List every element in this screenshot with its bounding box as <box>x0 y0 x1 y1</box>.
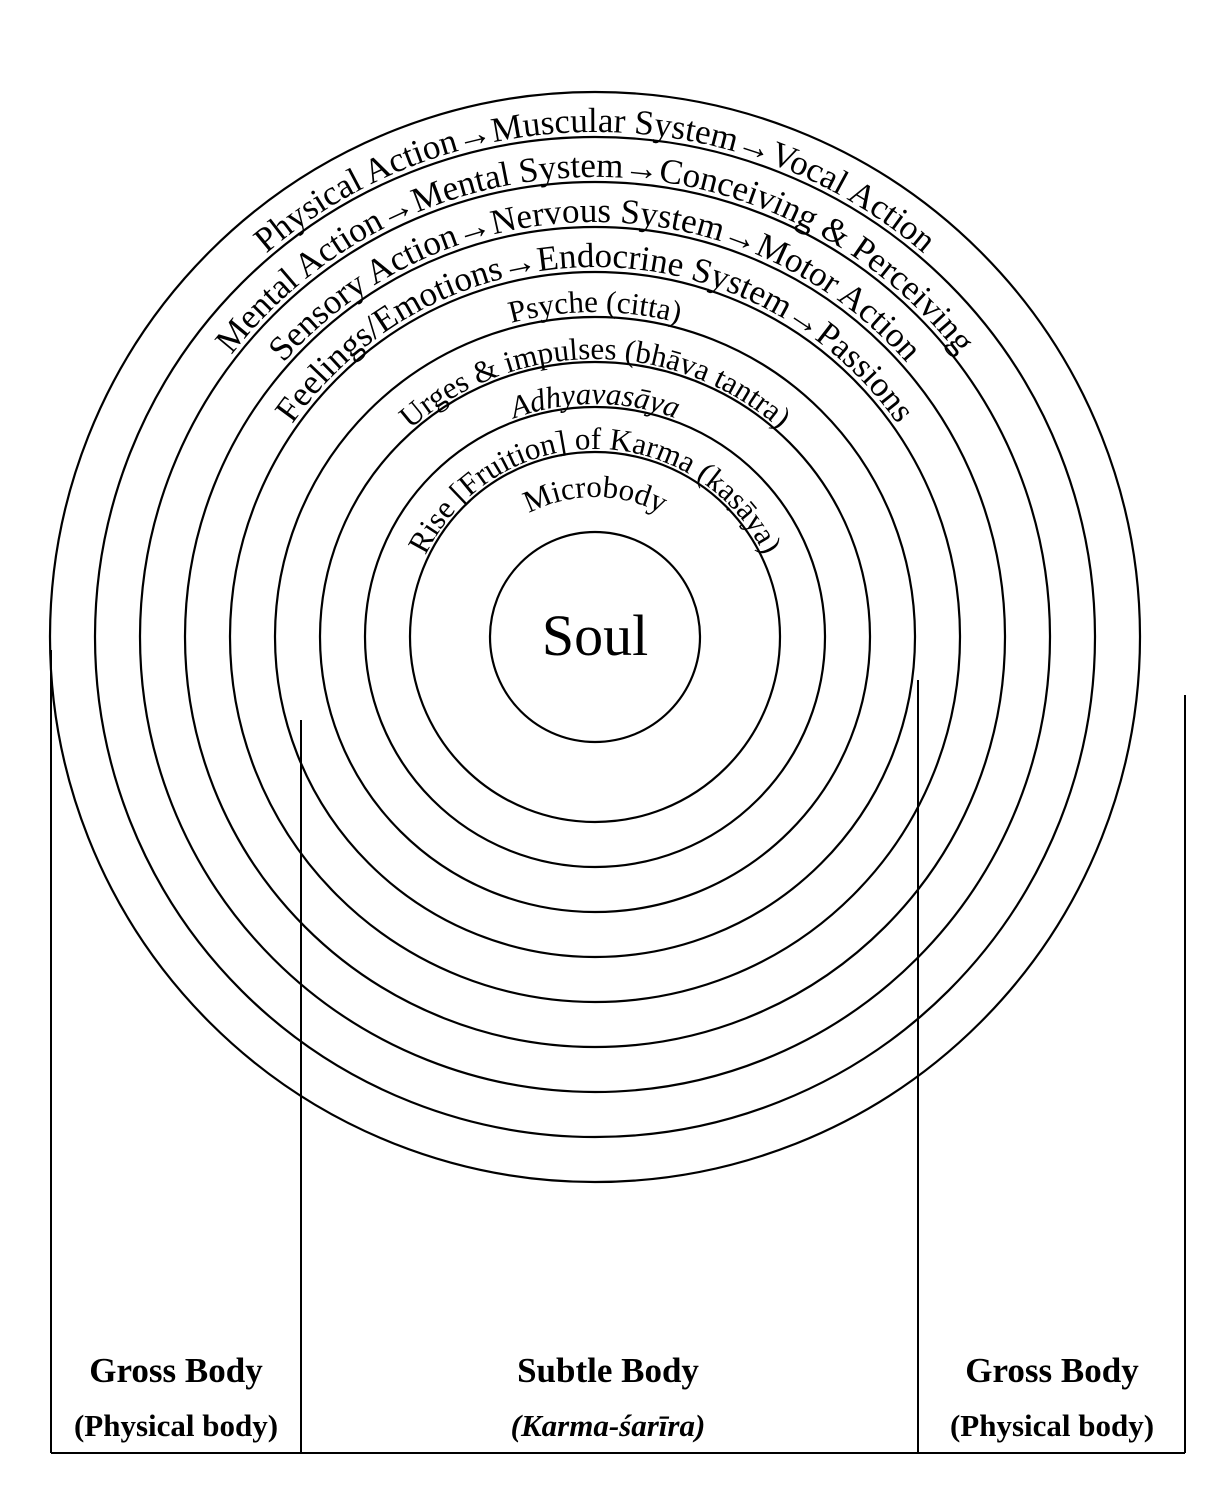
ring-sensory-action <box>138 180 1052 1094</box>
soul-circle <box>488 530 702 744</box>
gross-body-right-subtitle: (Physical body) <box>950 1408 1154 1443</box>
subtle-body: Subtle Body (Karma-śarīra) <box>511 1351 706 1443</box>
ring-adhyavasaya <box>318 360 872 914</box>
ring-label: Psyche (citta) <box>505 284 686 330</box>
ring-psyche <box>228 270 962 1004</box>
gross-body-left-subtitle: (Physical body) <box>74 1408 278 1443</box>
ring-rise-of-karma <box>363 405 827 869</box>
body-boundaries <box>50 650 1186 1454</box>
ring-feelings-emotions <box>183 225 1007 1049</box>
ring-urges <box>273 315 917 959</box>
ring-label: Adhyavasāya <box>503 376 684 426</box>
ring-label: Microbody <box>518 469 674 520</box>
rings <box>48 90 1142 1184</box>
gross-body-left: Gross Body (Physical body) <box>74 1351 278 1443</box>
soul-label: Soul <box>542 603 648 668</box>
subtle-body-title: Subtle Body <box>517 1351 699 1390</box>
ring-labels: Physical Action→Muscular System→Vocal Ac… <box>207 101 982 559</box>
gross-body-left-title: Gross Body <box>89 1351 263 1390</box>
ring-mental-action <box>93 135 1097 1139</box>
gross-body-right-title: Gross Body <box>965 1351 1139 1390</box>
ring-microbody <box>408 450 782 824</box>
subtle-body-subtitle: (Karma-śarīra) <box>511 1408 706 1443</box>
gross-body-right: Gross Body (Physical body) <box>950 1351 1154 1443</box>
ring-physical-action <box>48 90 1142 1184</box>
